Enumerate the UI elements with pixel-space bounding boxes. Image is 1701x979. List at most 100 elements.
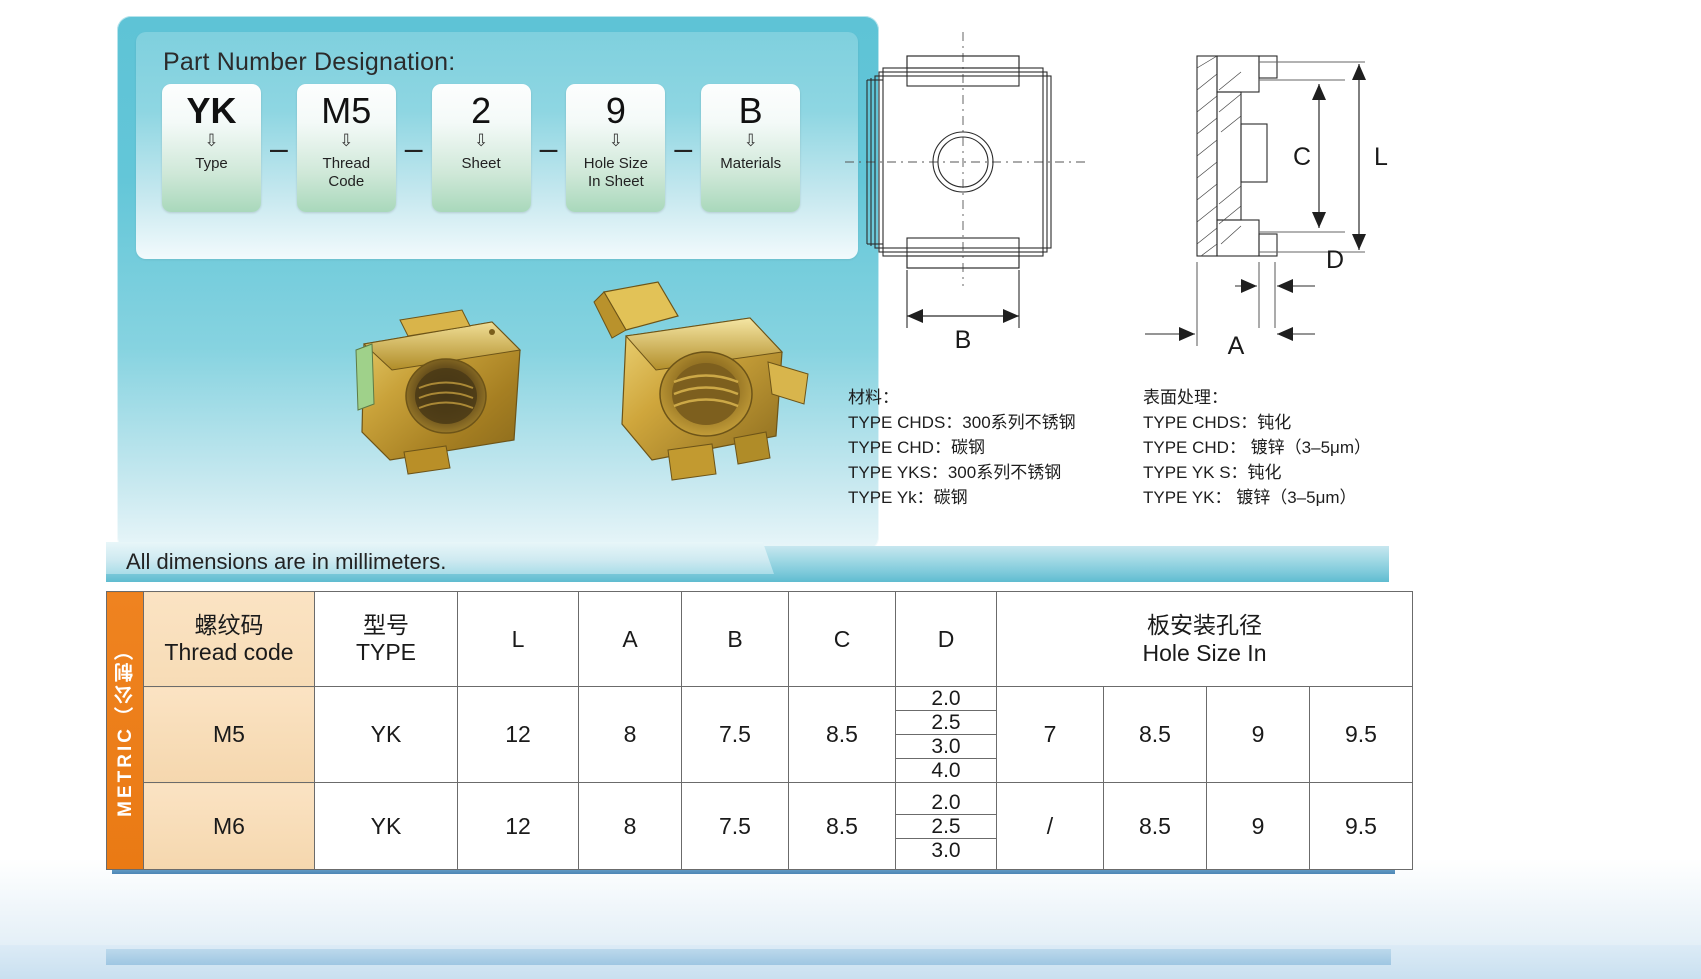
pn-label-sheet: Sheet [461,155,501,172]
header-type: 型号 TYPE [314,591,458,687]
surface-line-3: TYPE YK S：钝化 [1143,463,1282,482]
dimensions-note-ribbon: All dimensions are in millimeters. [106,542,1389,582]
cell-d-m6-1: 2.0 [896,791,996,815]
header-a: A [578,591,682,687]
cell-thread-code-m5: M5 [143,686,315,783]
table-row: M5 YK 12 8 7.5 8.5 2.0 2.5 3.0 4.0 7 8.5… [107,686,1413,783]
cell-hole-m6-2: 8.5 [1103,782,1207,870]
material-line-4: TYPE Yk：碳钢 [848,488,968,507]
dimensions-table: METRIC（公制） 螺纹码 Thread code 型号 TYPE L A B… [106,591,1413,870]
dimensions-table-wrap: METRIC（公制） 螺纹码 Thread code 型号 TYPE L A B… [106,591,1413,870]
material-line-1: TYPE CHDS：300系列不锈钢 [848,413,1076,432]
down-arrow-icon: ⇩ [743,131,758,150]
surface-line-4: TYPE YK： 镀锌（3–5μm） [1143,488,1357,507]
pn-dash-1: – [270,130,288,166]
pn-segment-materials: B ⇩ Materials [701,84,801,212]
cell-hole-m5-1: 7 [996,686,1104,783]
header-type-en: TYPE [355,639,417,665]
surface-heading: 表面处理： [1143,388,1228,407]
cage-nut-photo-right [582,278,812,493]
pn-code-materials: B [738,90,763,131]
cell-c-m5: 8.5 [788,686,896,783]
cell-hole-m6-4: 9.5 [1309,782,1413,870]
cell-hole-m5-3: 9 [1206,686,1310,783]
section-view-drawing [1145,55,1365,346]
front-view-drawing [845,32,1085,328]
pn-code-sheet: 2 [471,90,492,131]
pn-label-hole-line2: In Sheet [587,173,644,190]
pn-dash-3: – [539,130,558,166]
header-thread-code-en: Thread code [164,639,294,665]
cell-a-m6: 8 [578,782,682,870]
down-arrow-icon: ⇩ [473,131,489,150]
table-row: M6 YK 12 8 7.5 8.5 2.0 2.5 3.0 / 8.5 9 9… [107,782,1413,870]
part-number-designation-card: Part Number Designation: YK ⇩ Type – M5 … [136,32,858,259]
pn-label-hole-line1: Hole Size [583,155,648,172]
down-arrow-icon: ⇩ [608,131,624,150]
cell-b-m5: 7.5 [681,686,789,783]
surface-line-2: TYPE CHD： 镀锌（3–5μm） [1143,438,1371,457]
cell-d-m6-2: 2.5 [896,815,996,839]
header-hole-size-en: Hole Size In [1142,640,1267,666]
pn-segment-type: YK ⇩ Type [162,84,261,212]
dim-label-A: A [1228,332,1245,360]
product-hero-panel: Part Number Designation: YK ⇩ Type – M5 … [117,16,879,551]
d-values-m5: 2.0 2.5 3.0 4.0 [896,687,996,782]
cell-b-m6: 7.5 [681,782,789,870]
surface-line-1: TYPE CHDS：钝化 [1143,413,1292,432]
header-hole-size: 板安装孔径 Hole Size In [996,591,1413,687]
cell-c-m6: 8.5 [788,782,896,870]
product-photo-area [227,278,809,513]
down-arrow-icon: ⇩ [339,131,354,150]
part-number-title: Part Number Designation: [163,48,456,76]
engineering-drawings: B C L D A [845,28,1445,368]
part-number-segments: YK ⇩ Type – M5 ⇩ Thread Code – 2 ⇩ Sheet… [162,84,801,212]
material-line-3: TYPE YKS：300系列不锈钢 [848,463,1062,482]
header-d: D [895,591,997,687]
pn-label-thread: Thread Code [319,155,375,191]
dim-label-C: C [1293,143,1311,171]
cell-d-m5-1: 2.0 [896,687,996,711]
cell-hole-m6-3: 9 [1206,782,1310,870]
dimensions-note-text: All dimensions are in millimeters. [126,549,447,574]
d-values-m6: 2.0 2.5 3.0 [896,791,996,862]
cell-l-m5: 12 [457,686,579,783]
metric-side-tab-label: METRIC（公制） [114,638,136,817]
pn-code-thread: M5 [321,90,372,131]
header-l: L [457,591,579,687]
cell-hole-m5-4: 9.5 [1309,686,1413,783]
pn-label-thread-line1: Thread [322,155,371,172]
cell-hole-m6-1: / [996,782,1104,870]
surface-treatment-spec-block: 表面处理： TYPE CHDS：钝化 TYPE CHD： 镀锌（3–5μm） T… [1143,385,1371,510]
header-b: B [681,591,789,687]
cell-d-m5-4: 4.0 [931,759,961,782]
pn-dash-4: – [674,130,693,166]
pn-code-hole-size: 9 [605,90,626,131]
cell-d-stack-m5: 2.0 2.5 3.0 4.0 [895,686,997,783]
cage-nut-photo-left [342,292,542,482]
table-header-row: METRIC（公制） 螺纹码 Thread code 型号 TYPE L A B… [106,591,1413,870]
dim-label-D: D [1326,246,1344,274]
page-footer-strip [106,949,1391,965]
pn-code-type: YK [186,90,237,131]
material-spec-block: 材料： TYPE CHDS：300系列不锈钢 TYPE CHD：碳钢 TYPE … [848,385,1076,510]
pn-segment-thread-code: M5 ⇩ Thread Code [296,84,396,212]
down-arrow-icon: ⇩ [204,131,219,150]
cell-a-m5: 8 [578,686,682,783]
dim-label-B: B [955,326,972,354]
material-heading: 材料： [848,388,899,407]
header-type-cn: 型号 [363,612,409,638]
pn-segment-sheet: 2 ⇩ Sheet [431,84,531,212]
material-line-2: TYPE CHD：碳钢 [848,438,985,457]
pn-dash-2: – [404,130,423,166]
cell-d-stack-m6: 2.0 2.5 3.0 [895,782,997,870]
cell-d-m6-3: 3.0 [931,838,961,862]
cell-type-m6: YK [314,782,458,870]
header-thread-code: 螺纹码 Thread code [143,591,315,687]
header-thread-code-cn: 螺纹码 [194,612,264,638]
header-c: C [788,591,896,687]
ribbon-tab [106,542,746,574]
cell-d-m5-3: 3.0 [896,735,996,759]
pn-segment-hole-size: 9 ⇩ Hole Size In Sheet [566,84,666,212]
cell-thread-code-m6: M6 [143,782,315,870]
